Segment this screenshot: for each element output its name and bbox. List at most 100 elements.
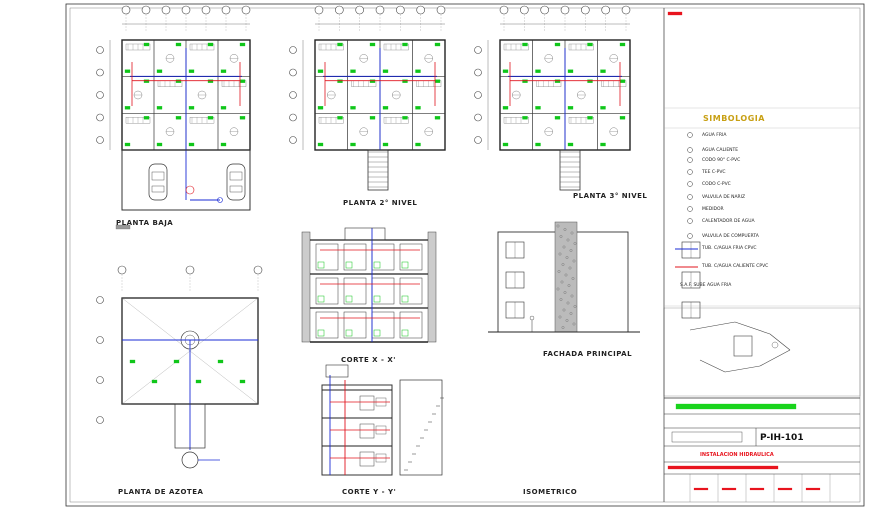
- fixture-section: [401, 295, 409, 303]
- axis-bubble: [375, 5, 385, 15]
- fixture-green: [402, 116, 408, 120]
- fixture-green: [207, 42, 214, 47]
- room-section: [359, 395, 375, 411]
- cabinet: [383, 117, 409, 124]
- legend-symbol: [687, 181, 693, 187]
- axis-bubble: [474, 136, 482, 144]
- view-isometrico-sketch: [663, 307, 861, 397]
- car-body: [226, 163, 246, 201]
- cistern: [181, 451, 199, 469]
- fixture-green: [220, 69, 227, 73]
- axis-bubble: [141, 5, 151, 15]
- iso-frame: [663, 307, 861, 397]
- title-red-tick: [749, 487, 765, 491]
- axis-bubble: [474, 68, 482, 77]
- roof-tank: [325, 364, 349, 378]
- fixture-green: [143, 42, 150, 47]
- car-window: [229, 185, 243, 193]
- axis-bubble: [161, 5, 171, 15]
- legend-title: SIMBOLOGIA: [703, 114, 765, 123]
- title-red-tick: [777, 487, 793, 491]
- fixture-green: [502, 106, 509, 110]
- section-outline: [321, 384, 393, 476]
- stone-texture: [557, 270, 561, 273]
- stone-texture: [564, 273, 568, 277]
- fixture-green: [522, 116, 528, 120]
- fixture-green: [173, 359, 180, 364]
- room-section: [315, 243, 339, 271]
- fixture-green: [502, 69, 509, 73]
- axis-bubble: [121, 5, 131, 15]
- human-figure-head: [529, 315, 535, 321]
- legend-red-mark: [667, 11, 683, 16]
- iso-fitting: [771, 341, 779, 349]
- title-red-tick: [693, 487, 709, 491]
- fixture-green: [239, 379, 246, 384]
- fixture-green: [156, 142, 163, 147]
- axis-bubble: [221, 5, 231, 15]
- fixture-green: [554, 42, 561, 47]
- stone-texture: [566, 238, 570, 242]
- title-red-tick: [805, 487, 821, 491]
- fixture-section: [401, 261, 409, 269]
- iso-pipe: [699, 359, 726, 373]
- meter: [185, 185, 195, 195]
- legend-symbol: [687, 233, 693, 239]
- iso-pipe: [724, 365, 761, 373]
- fixture-green: [535, 142, 541, 147]
- fixture-green: [587, 116, 593, 120]
- fixture-green: [156, 69, 163, 73]
- legend-item-codo-90: CODO 90° C-PVC: [702, 158, 741, 163]
- view-corte-x: [301, 227, 437, 343]
- service-patio: [174, 403, 206, 449]
- fixture-section: [401, 329, 409, 337]
- axis-bubble: [96, 68, 104, 77]
- view-planta-3-nivel: [474, 5, 631, 191]
- fixture-green: [587, 79, 593, 83]
- label-fachada-principal: FACHADA PRINCIPAL: [543, 350, 633, 358]
- axis-bubble: [474, 113, 482, 122]
- fixture-green: [350, 106, 356, 110]
- fixture-green: [415, 69, 421, 73]
- stair-enclosure: [399, 379, 443, 476]
- legend-symbol: [687, 157, 693, 163]
- fixture-green: [143, 79, 150, 83]
- legend-item-valvula-nariz: VALVULA DE NARIZ: [702, 195, 746, 200]
- stone-texture: [556, 287, 560, 291]
- label-corte-x: CORTE X - X': [341, 356, 396, 364]
- iso-pipe: [769, 333, 791, 351]
- car-window: [229, 171, 243, 181]
- axis-bubble: [474, 46, 482, 54]
- axis-bubble: [416, 5, 425, 15]
- fixture-section: [345, 261, 353, 269]
- view-planta-2-nivel: [289, 5, 446, 191]
- legend-item-valvula-compuerta: VALVULA DE COMPUERTA: [702, 234, 759, 239]
- fixture-green: [217, 359, 224, 364]
- stone-texture: [558, 252, 562, 256]
- fixture-green: [188, 106, 195, 110]
- fixture-green: [600, 69, 606, 73]
- fixture-green: [239, 42, 246, 47]
- legend-item-agua-fria: AGUA FRIA: [702, 133, 727, 138]
- axis-bubble: [540, 5, 549, 15]
- stone-texture: [572, 322, 576, 326]
- fixture-green: [567, 106, 574, 110]
- legend-symbol: [687, 218, 693, 224]
- cabinet: [318, 117, 344, 124]
- axis-bubble: [396, 5, 405, 15]
- fixture-green: [220, 106, 227, 110]
- iso-pipe: [689, 321, 736, 331]
- room-section: [371, 311, 395, 339]
- axis-bubble: [96, 416, 104, 424]
- fixture-green: [195, 379, 202, 384]
- axis-bubble: [601, 5, 610, 15]
- fixture-green: [207, 79, 214, 83]
- fixture-green: [619, 116, 626, 120]
- fixture-section: [345, 329, 353, 337]
- axis-bubble: [96, 136, 104, 144]
- axis-bubble: [621, 5, 631, 15]
- cabinet: [503, 117, 529, 124]
- iso-pipe: [759, 349, 791, 367]
- legend-item-tub-caliente: TUB. C/AGUA CALIENTE CPVC: [702, 264, 769, 269]
- stone-texture: [573, 305, 577, 308]
